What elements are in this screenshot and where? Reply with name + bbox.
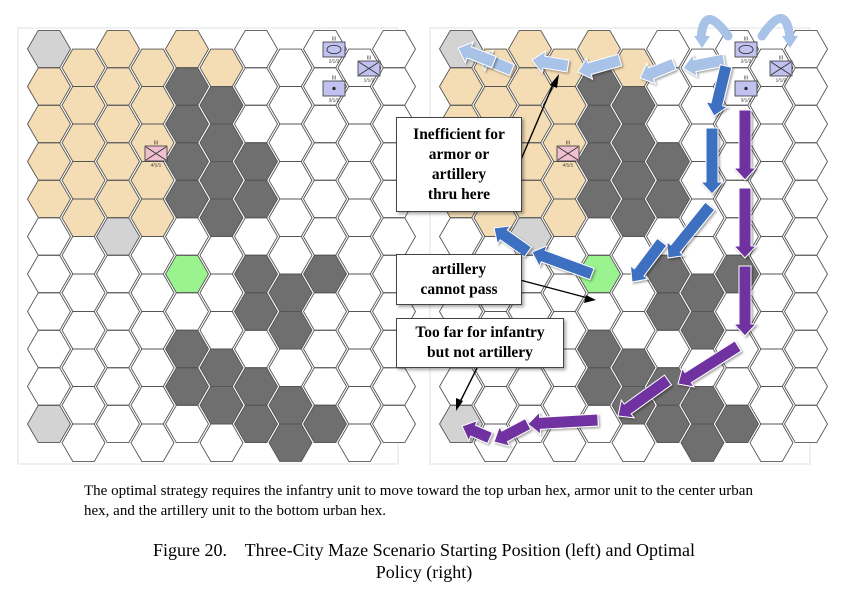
- svg-text:III: III: [367, 56, 371, 62]
- callout-artillery-line: cannot pass: [420, 280, 498, 298]
- svg-text:3/1/2: 3/1/2: [329, 98, 340, 104]
- infantry-arrow: [639, 57, 677, 85]
- svg-text:III: III: [154, 141, 158, 147]
- hex-cell: [130, 423, 175, 462]
- hex-cell: [302, 404, 348, 444]
- artillery-arrow: [527, 411, 599, 436]
- callout-pointers: [456, 74, 596, 411]
- svg-text:1/1/2: 1/1/2: [364, 78, 375, 84]
- callout-inefficient-line: artillery: [431, 165, 487, 183]
- hex-cell: [61, 423, 106, 462]
- svg-text:III: III: [779, 56, 783, 62]
- pointer-artillery-head: [584, 295, 596, 303]
- policy-arrows: [457, 14, 798, 447]
- svg-text:III: III: [744, 76, 748, 82]
- figure-caption: Figure 20. Three-City Maze Scenario Star…: [0, 539, 848, 583]
- artillery-arrow: [617, 374, 673, 419]
- hex-cell: [95, 404, 141, 444]
- svg-text:III: III: [332, 37, 336, 43]
- callout-artillery-cannot-pass: artillery cannot pass: [396, 254, 522, 305]
- hex-cell: [199, 423, 244, 462]
- armor-unit: III 1/1/2: [357, 56, 381, 84]
- svg-text:III: III: [744, 37, 748, 43]
- callout-too-far-line: but not artillery: [427, 344, 533, 361]
- armor-arrow: [666, 201, 716, 259]
- artillery-arrow: [732, 187, 758, 259]
- svg-text:4/1/1: 4/1/1: [151, 163, 162, 169]
- pointer-too-far-head: [456, 398, 463, 411]
- callout-inefficient-line: Inefficient for: [413, 125, 505, 143]
- svg-text:4/1/1: 4/1/1: [563, 163, 574, 169]
- loop-arrow-head: [782, 36, 798, 48]
- callout-inefficient-line: thru here: [427, 185, 491, 203]
- svg-text:1/1/2: 1/1/2: [776, 78, 787, 84]
- enemy-unit: III 4/1/1: [144, 141, 168, 169]
- hex-cell: [749, 423, 794, 462]
- infantry-unit: III 2/1/2: [734, 37, 758, 65]
- infantry-arrow: [531, 50, 570, 74]
- hex-cell: [611, 423, 656, 462]
- left-hex-board: [26, 29, 417, 462]
- hex-cell: [680, 423, 725, 462]
- svg-text:III: III: [332, 76, 336, 82]
- hex-cell: [371, 404, 417, 444]
- hex-cell: [645, 404, 691, 444]
- hex-cell: [233, 404, 279, 444]
- figure-caption-line: Policy (right): [375, 562, 473, 582]
- svg-text:2/1/2: 2/1/2: [741, 59, 752, 65]
- svg-text:2/1/2: 2/1/2: [329, 59, 340, 65]
- hex-cell: [714, 404, 760, 444]
- hex-cell: [268, 423, 313, 462]
- artillery-arrow: [732, 109, 758, 181]
- artillery-arrow: [732, 265, 758, 337]
- artillery-arrow: [493, 418, 532, 447]
- pointer-inefficient: [519, 79, 556, 163]
- infantry-unit: III 2/1/2: [322, 37, 346, 65]
- armor-arrow: [699, 127, 725, 195]
- armor-unit: III 1/1/2: [769, 56, 793, 84]
- armor-arrow: [629, 237, 668, 283]
- artillery-arrow: [677, 340, 742, 388]
- figure-caption-line: Figure 20. Three-City Maze Scenario Star…: [152, 540, 696, 560]
- hex-cell: [164, 404, 210, 444]
- infantry-arrow: [457, 41, 497, 69]
- armor-arrow: [705, 63, 733, 117]
- hex-cell: [26, 404, 72, 444]
- artillery-unit: III 3/1/2: [322, 76, 346, 104]
- loop-arrow: [696, 15, 733, 43]
- loop-arrow-head: [694, 36, 710, 48]
- callout-artillery-line: artillery: [431, 260, 487, 278]
- loop-arrow: [757, 14, 795, 43]
- svg-text:III: III: [566, 141, 570, 147]
- callout-inefficient-line: armor or: [428, 145, 490, 163]
- pointer-too-far: [458, 365, 479, 405]
- right-hex-board: [438, 29, 829, 462]
- pointer-artillery: [519, 279, 589, 299]
- armor-arrow: [531, 244, 595, 281]
- caption-description: The optimal strategy requires the infant…: [84, 483, 753, 519]
- artillery-arrow: [461, 419, 494, 445]
- enemy-unit: III 4/1/1: [556, 141, 580, 169]
- callout-too-far: Too far for infantry but not artillery: [396, 318, 564, 368]
- hex-cell: [337, 423, 382, 462]
- callout-too-far-line: Too far for infantry: [415, 324, 545, 341]
- svg-text:3/1/2: 3/1/2: [741, 98, 752, 104]
- pointer-inefficient-head: [550, 74, 559, 88]
- infantry-arrow: [577, 53, 623, 81]
- hex-cell: [783, 404, 829, 444]
- callout-inefficient: Inefficient for armor or artillery thru …: [396, 117, 522, 212]
- artillery-unit: III 3/1/2: [734, 76, 758, 104]
